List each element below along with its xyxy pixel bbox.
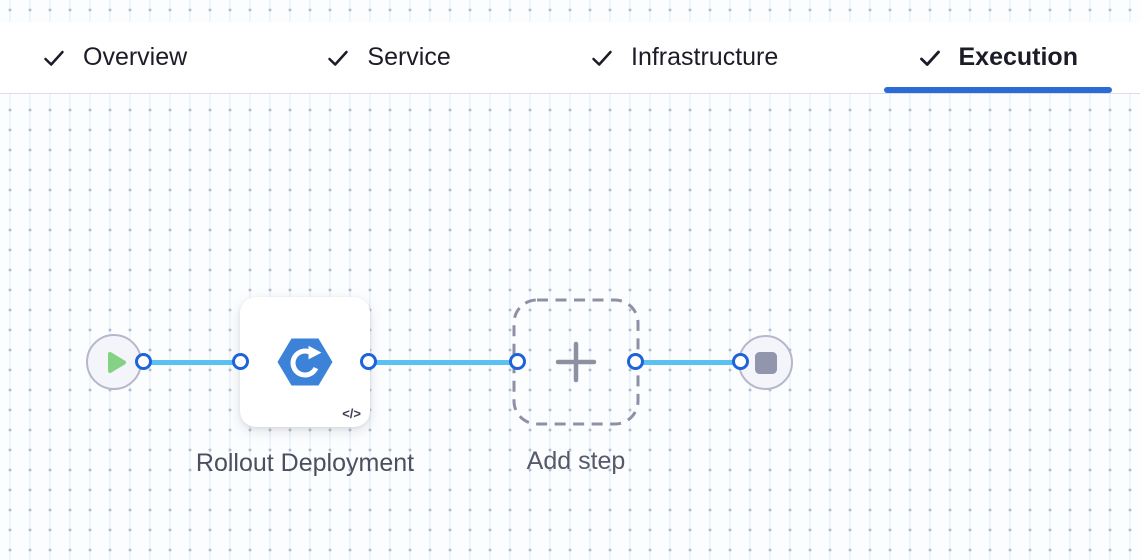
add-step-node[interactable] [512, 298, 640, 426]
start-node [86, 334, 142, 390]
rollout-deployment-icon [277, 338, 333, 386]
tab-execution[interactable]: Execution [883, 22, 1112, 93]
step-node-label: Rollout Deployment [195, 449, 415, 477]
plus-icon [555, 341, 597, 383]
tab-label: Infrastructure [631, 43, 779, 71]
active-tab-indicator [883, 87, 1112, 93]
stop-icon [754, 351, 777, 374]
check-icon [328, 50, 349, 66]
connector-port[interactable] [231, 353, 249, 370]
play-icon [107, 351, 126, 373]
tab-label: Overview [83, 43, 188, 71]
connector-port[interactable] [626, 353, 644, 370]
add-step-label: Add step [526, 447, 626, 475]
connector-wire [143, 360, 240, 365]
tab-infrastructure[interactable]: Infrastructure [590, 22, 778, 93]
check-icon [44, 50, 64, 66]
connector-wire [635, 360, 740, 365]
tab-label: Execution [958, 43, 1078, 71]
stage-tabbar: Overview Service Infrastructure Executio… [0, 22, 1140, 94]
connector-wire [368, 360, 517, 365]
tab-label: Service [367, 43, 451, 71]
tab-overview[interactable]: Overview [42, 22, 187, 93]
connector-port[interactable] [508, 353, 526, 370]
dashed-border [512, 298, 640, 426]
tab-service[interactable]: Service [326, 22, 451, 93]
connector-port[interactable] [134, 353, 152, 370]
end-node [738, 335, 793, 390]
step-node-rollout-deployment[interactable]: </> [240, 297, 370, 427]
connector-port[interactable] [731, 353, 749, 370]
connector-port[interactable] [359, 353, 377, 370]
check-icon [592, 50, 612, 66]
check-icon [919, 50, 940, 66]
code-icon: </> [342, 406, 361, 421]
